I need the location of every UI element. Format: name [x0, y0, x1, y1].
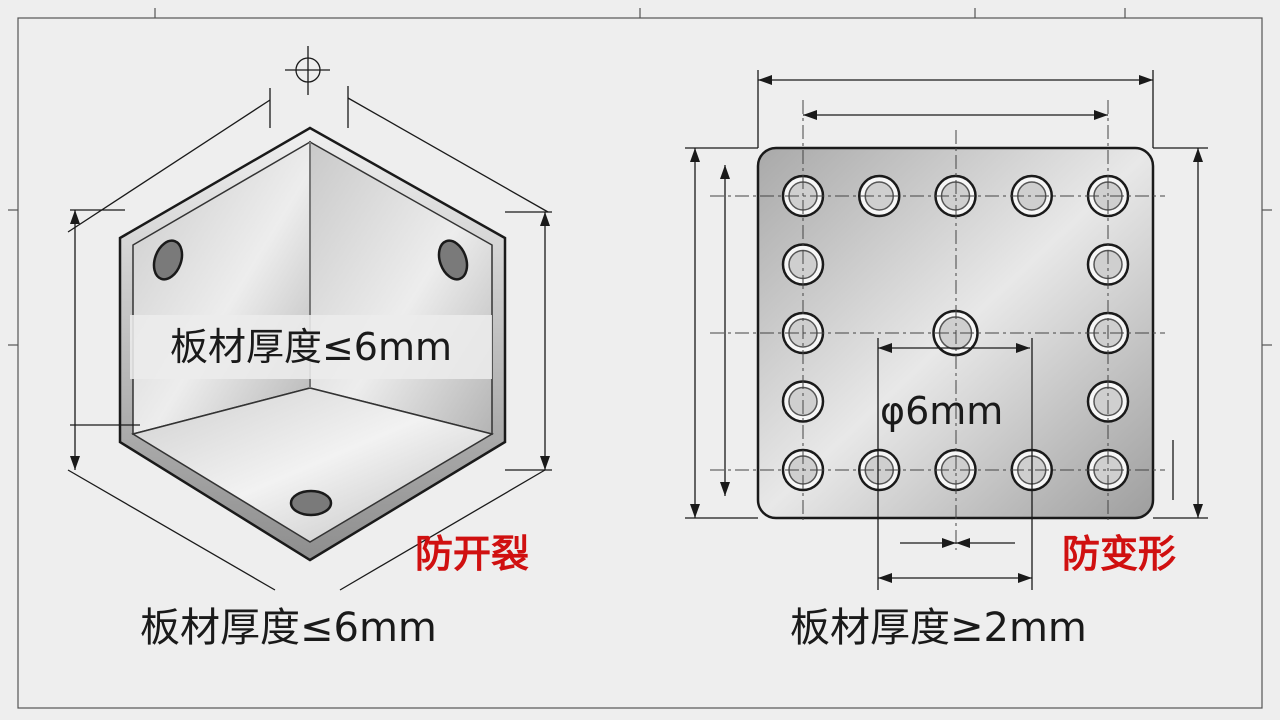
anti-crack-note: 防开裂 [415, 532, 530, 576]
arrowhead [942, 538, 956, 548]
mounting-hole [152, 239, 184, 281]
arrowhead [1016, 343, 1030, 353]
arrowhead [1193, 148, 1203, 162]
arrowhead [690, 148, 700, 162]
thickness-overlay-label: 板材厚度≤6mm [130, 315, 492, 379]
arrowhead [956, 538, 970, 548]
left-arrows [70, 210, 550, 470]
centerlines [710, 100, 1165, 550]
anti-deformation-note: 防变形 [1062, 532, 1177, 576]
arrowhead [1018, 573, 1032, 583]
dimension-line [339, 469, 546, 591]
bracket-floor [131, 387, 494, 543]
arrowhead [70, 456, 80, 470]
mounting-hole [437, 239, 469, 281]
arrowhead [720, 165, 730, 179]
right-thickness-caption: 板材厚度≥2mm [790, 605, 1087, 651]
hole-diameter-label: φ6mm [880, 389, 1004, 433]
dimension-line [347, 97, 549, 213]
arrowhead [540, 456, 550, 470]
arrowhead [1139, 75, 1153, 85]
mounting-hole [289, 489, 333, 517]
arrowhead [758, 75, 772, 85]
arrowhead [540, 212, 550, 226]
center-mark [295, 57, 321, 83]
left-dimensions [67, 46, 552, 591]
arrowhead [878, 343, 892, 353]
arrowhead [803, 110, 817, 120]
arrowhead [690, 504, 700, 518]
frame [8, 8, 1272, 709]
arrowhead [1094, 110, 1108, 120]
arrowhead [720, 482, 730, 496]
dimension-line [67, 469, 276, 591]
arrowhead [1193, 504, 1203, 518]
arrowhead [878, 573, 892, 583]
left-thickness-caption: 板材厚度≤6mm [140, 605, 437, 651]
right-arrows [690, 75, 1203, 583]
arrowhead [70, 210, 80, 224]
